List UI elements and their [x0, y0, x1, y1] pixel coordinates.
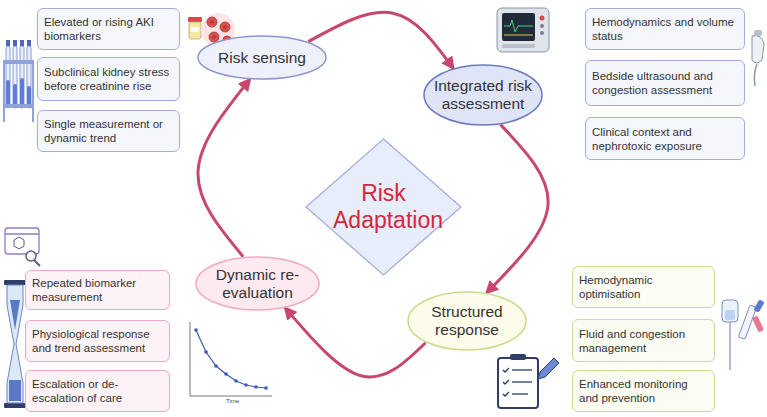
box-text: Escalation or de-escalation of care [32, 377, 163, 405]
box-text: Clinical context and nephrotoxic exposur… [592, 125, 738, 153]
center-title: Risk Adaptation [333, 180, 434, 234]
stage-label: Structured response [417, 303, 517, 339]
cycle-arrow [198, 80, 250, 257]
cycle-arrow [308, 12, 453, 68]
box-text: Enhanced monitoring and prevention [579, 377, 708, 405]
diamond-shape [306, 139, 461, 275]
stage-label: Risk sensing [207, 49, 317, 67]
box-text: Bedside ultrasound and congestion assess… [592, 69, 738, 97]
infusion-icon [722, 299, 765, 370]
info-box: Clinical context and nephrotoxic exposur… [585, 117, 745, 160]
sample-cup-icon [188, 17, 202, 39]
trend-chart-icon [190, 322, 272, 396]
stage-label: Integrated risk assessment [433, 77, 533, 113]
box-text: Single measurement or dynamic trend [44, 117, 173, 145]
stage-ellipse: Integrated risk assessment [423, 64, 543, 126]
info-box: Fluid and congestion management [572, 319, 715, 362]
axis-label: Time [226, 398, 239, 404]
center-diamond: Risk Adaptation [305, 138, 462, 276]
info-box: Escalation or de-escalation of care [25, 370, 170, 412]
cycle-arrow [487, 125, 548, 293]
box-text: Hemodynamic optimisation [579, 273, 708, 301]
info-box: Hemodynamics and volume status [585, 8, 745, 50]
ellipse-shape [408, 292, 526, 350]
box-text: Repeated biomarker measurement [32, 276, 163, 304]
stage-ellipse: Risk sensing [197, 35, 327, 80]
ellipse-shape [424, 65, 542, 125]
checklist-icon [498, 354, 559, 408]
hourglass-icon [4, 280, 26, 408]
stage-ellipse: Dynamic re-evaluation [195, 256, 320, 311]
box-text: Hemodynamics and volume status [592, 15, 738, 43]
stage-ellipse: Structured response [407, 291, 527, 351]
box-text: Physiological response and trend assessm… [32, 327, 163, 355]
box-text: Elevated or rising AKI biomarkers [44, 15, 173, 43]
cycle-arrow [285, 308, 425, 377]
info-box: Bedside ultrasound and congestion assess… [585, 60, 745, 106]
info-box: Single measurement or dynamic trend [37, 110, 180, 152]
ellipse-shape [198, 36, 326, 79]
info-box: Repeated biomarker measurement [25, 270, 170, 310]
test-tube-icon [3, 40, 34, 122]
ellipse-shape [196, 257, 319, 310]
patient-monitor-icon [497, 8, 549, 52]
info-box: Hemodynamic optimisation [572, 266, 715, 308]
box-text: Subclinical kidney stress before creatin… [44, 65, 173, 93]
box-text: Fluid and congestion management [579, 327, 708, 355]
data-search-icon [5, 228, 40, 266]
info-box: Elevated or rising AKI biomarkers [37, 8, 180, 50]
stage-label: Dynamic re-evaluation [205, 266, 310, 302]
info-box: Physiological response and trend assessm… [25, 320, 170, 362]
ultrasound-probe-icon [752, 30, 764, 86]
info-box: Subclinical kidney stress before creatin… [37, 57, 180, 101]
info-box: Enhanced monitoring and prevention [572, 370, 715, 412]
